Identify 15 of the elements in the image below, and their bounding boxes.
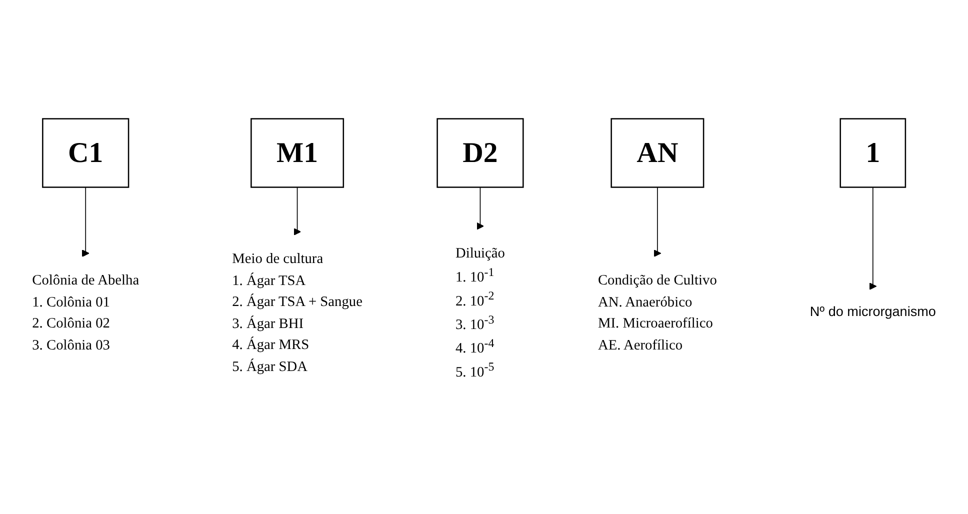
arrow	[82, 186, 90, 257]
node-box: AN	[610, 118, 704, 188]
node-box: M1	[250, 118, 344, 188]
arrow	[654, 186, 662, 257]
node-text: Condição de Cultivo AN. Anaeróbico MI. Microaerofílico AE. Aerofílico	[598, 272, 717, 353]
node-box: C1	[42, 118, 130, 188]
node-text: Nº do microrganismo	[810, 304, 936, 320]
node-text: Meio de cultura 1. Ágar TSA 2. Ágar TSA + Sangue 3. Ágar BHI 4. Ágar MRS 5. Ágar SDA	[232, 250, 362, 374]
node-box: 1	[840, 118, 906, 188]
arrow	[869, 186, 877, 290]
arrow	[476, 186, 484, 230]
node-box: D2	[436, 118, 524, 188]
node-text: Diluição 1. 10$^{-1}$ 2. 10$^{-2}$ 3. 10$^{-3}$ 4. 10$^{-4}$ 5. 10$^{-5}$	[455, 244, 505, 380]
arrow	[294, 186, 301, 236]
node-text: Colônia de Abelha 1. Colônia 01 2. Colônia 02 3. Colônia 03	[32, 272, 140, 353]
